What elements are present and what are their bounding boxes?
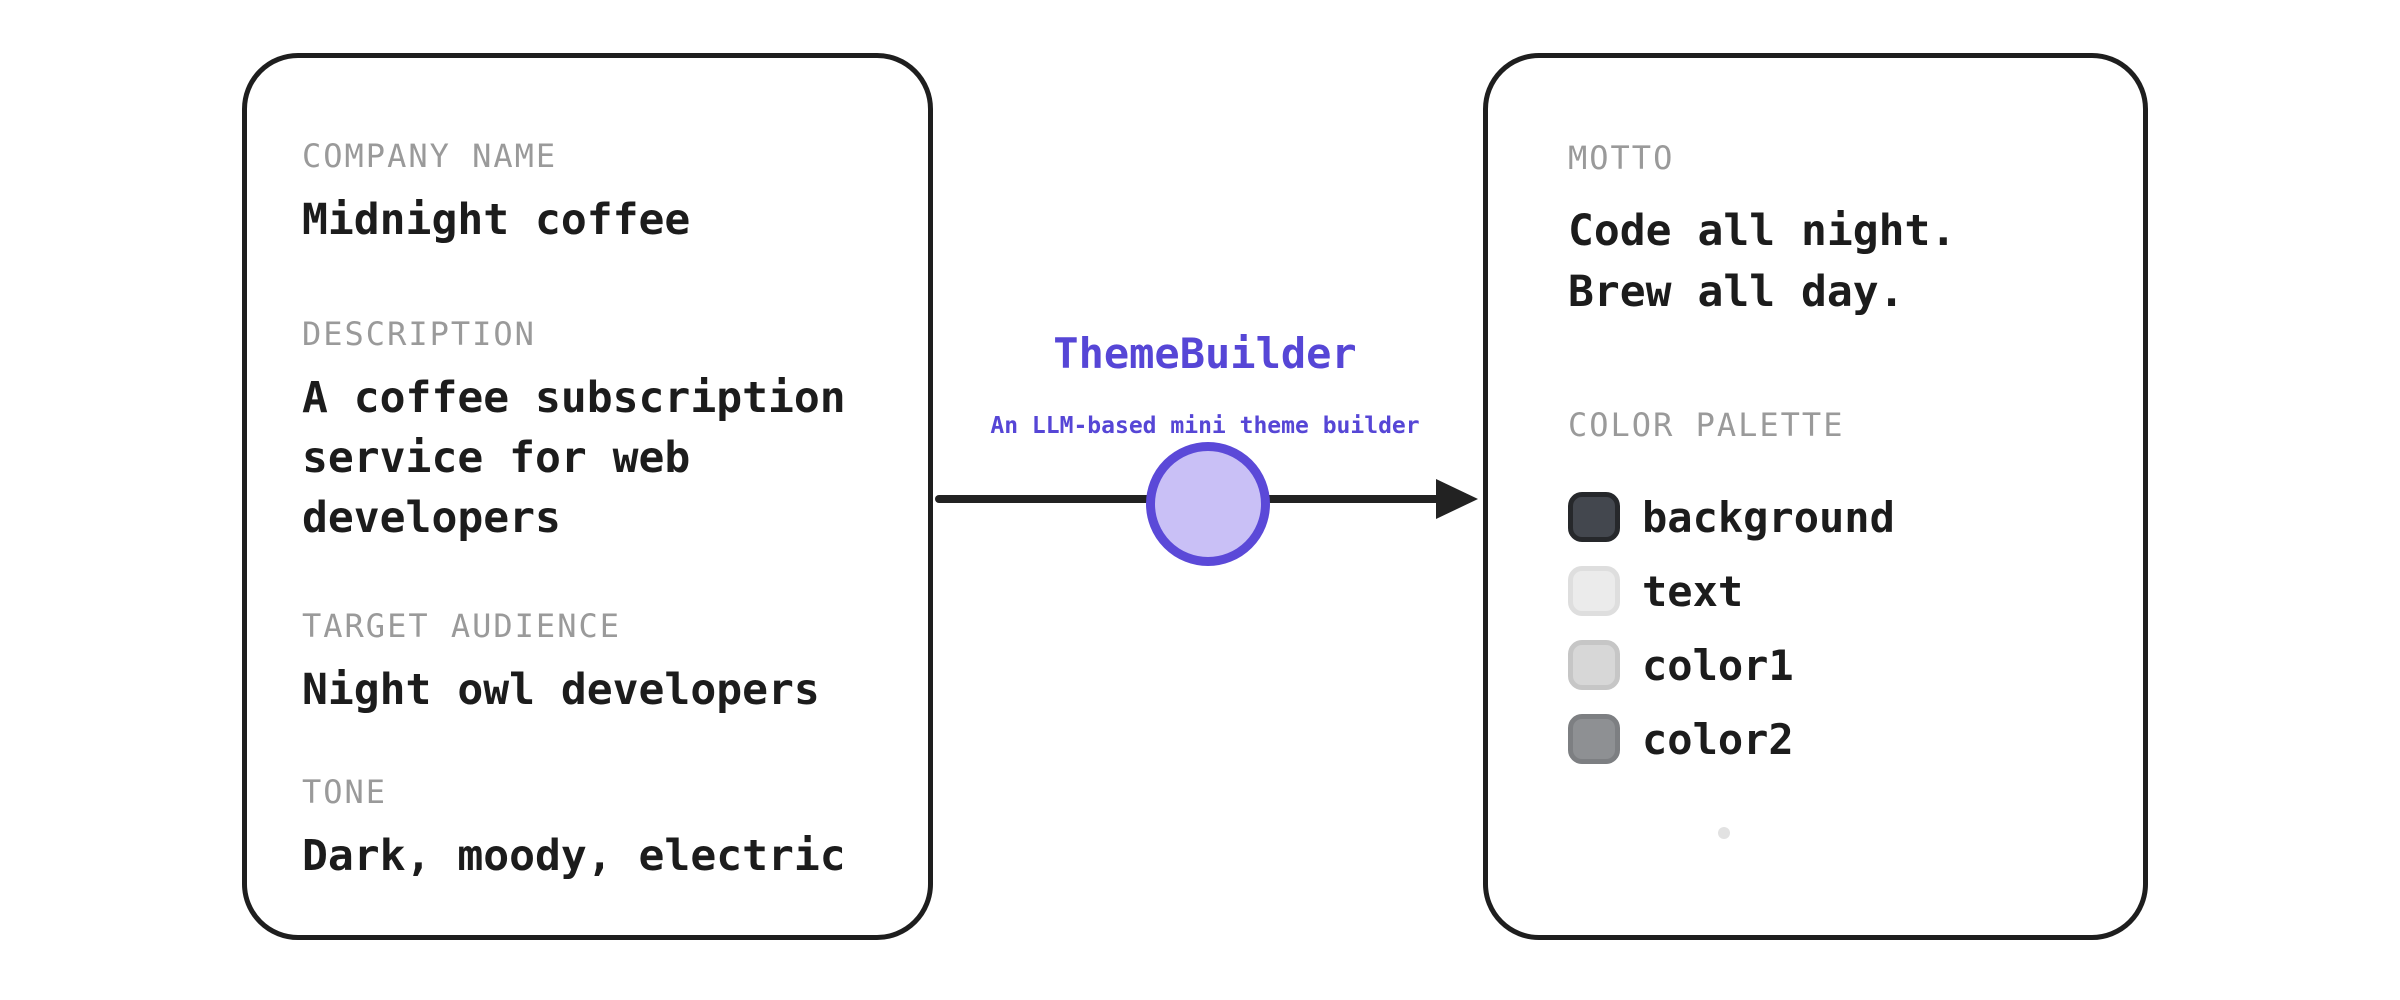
field-value: Night owl developers [302, 665, 820, 715]
flow-arrow-head-icon [1436, 479, 1478, 519]
palette-name: color2 [1642, 714, 1794, 764]
output-theme-card: MOTTO Code all night. Brew all day. COLO… [1483, 53, 2148, 940]
motto-label: MOTTO [1568, 139, 1675, 177]
decorative-dot [1718, 827, 1730, 839]
field-label: TONE [302, 773, 388, 811]
palette-name: text [1642, 566, 1744, 616]
field-value: Dark, moody, electric [302, 831, 846, 881]
field-value: Midnight coffee [302, 195, 691, 245]
color-swatch-color1 [1568, 640, 1620, 690]
field-target-audience: TARGET AUDIENCE Night owl developers [302, 606, 902, 720]
palette-row: background [1568, 491, 1895, 543]
motto-line: Code all night. [1568, 206, 1957, 256]
field-label: COMPANY NAME [302, 137, 558, 175]
input-brief-card: COMPANY NAME Midnight coffee DESCRIPTION… [242, 53, 933, 940]
color-swatch-text [1568, 566, 1620, 616]
palette-row: color2 [1568, 713, 1895, 765]
palette-name: color1 [1642, 640, 1794, 690]
field-description: DESCRIPTION A coffee subscription servic… [302, 314, 902, 548]
motto-section: MOTTO Code all night. Brew all day. [1568, 138, 2108, 323]
palette-name: background [1642, 492, 1895, 542]
field-label: TARGET AUDIENCE [302, 607, 621, 645]
color-swatch-color2 [1568, 714, 1620, 764]
color-swatch-background [1568, 492, 1620, 542]
field-label: DESCRIPTION [302, 315, 536, 353]
palette-row: color1 [1568, 639, 1895, 691]
builder-node-circle [1146, 442, 1270, 566]
builder-subtitle: An LLM-based mini theme builder [990, 413, 1420, 439]
field-tone: TONE Dark, moody, electric [302, 772, 902, 886]
palette-list: background text color1 color2 [1568, 491, 1895, 787]
motto-line: Brew all day. [1568, 267, 1905, 317]
palette-label: COLOR PALETTE [1568, 406, 1845, 444]
builder-title: ThemeBuilder [1053, 329, 1357, 378]
palette-row: text [1568, 565, 1895, 617]
field-value: A coffee subscription service for web de… [302, 373, 846, 543]
field-company-name: COMPANY NAME Midnight coffee [302, 136, 902, 250]
